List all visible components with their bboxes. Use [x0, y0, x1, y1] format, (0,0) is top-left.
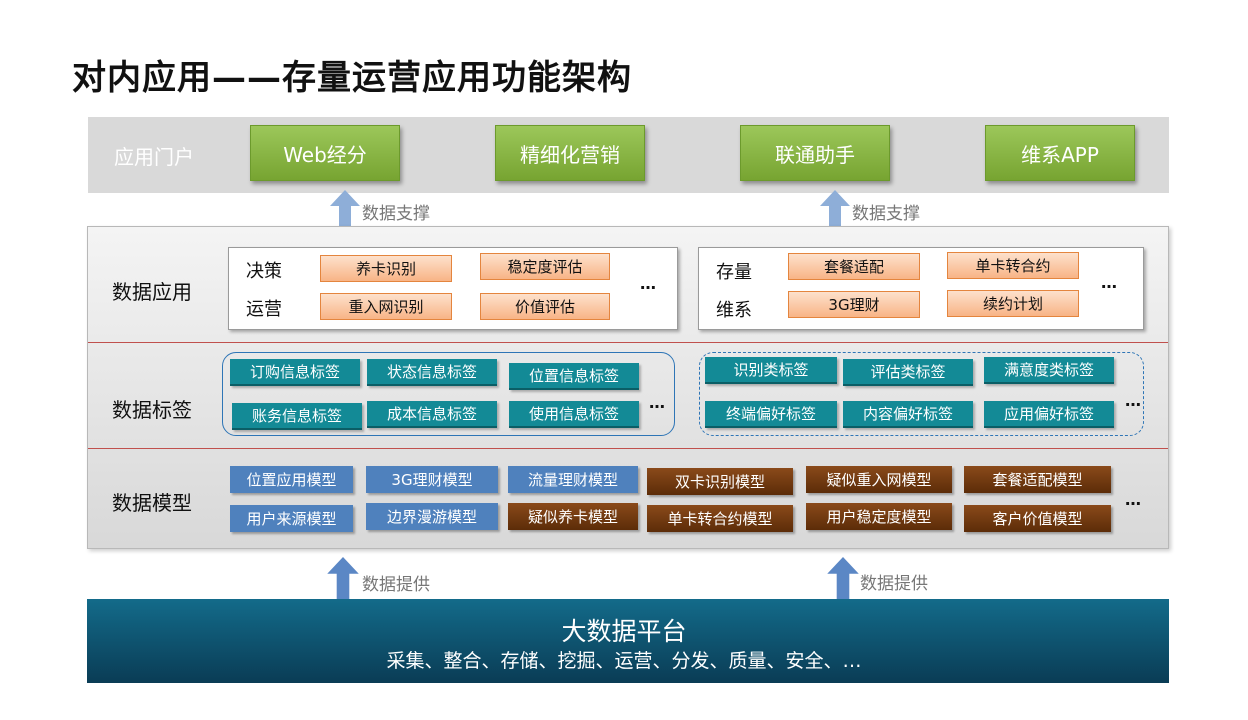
row-divider	[88, 342, 1168, 343]
model-user-source[interactable]: 用户来源模型	[230, 505, 353, 532]
tag-usage[interactable]: 使用信息标签	[509, 401, 639, 428]
page-title: 对内应用——存量运营应用功能架构	[72, 58, 632, 98]
class-tags-group	[699, 352, 1144, 436]
tag-billing[interactable]: 账务信息标签	[232, 403, 362, 430]
data-models-label: 数据模型	[112, 491, 192, 515]
tag-evaluation[interactable]: 评估类标签	[843, 359, 973, 386]
tag-location[interactable]: 位置信息标签	[509, 363, 639, 390]
model-user-stability[interactable]: 用户稳定度模型	[806, 503, 952, 530]
model-traffic-finance[interactable]: 流量理财模型	[508, 466, 638, 493]
more-ellipsis: …	[649, 393, 665, 412]
tag-satisfaction[interactable]: 满意度类标签	[984, 357, 1114, 384]
platform-subtitle: 采集、整合、存储、挖掘、运营、分发、质量、安全、…	[386, 650, 862, 672]
tag-status[interactable]: 状态信息标签	[367, 359, 497, 386]
big-data-platform	[87, 599, 1169, 683]
model-suspected-reentry[interactable]: 疑似重入网模型	[806, 466, 952, 493]
model-single-to-contract[interactable]: 单卡转合约模型	[647, 505, 793, 532]
model-location-app[interactable]: 位置应用模型	[230, 466, 353, 493]
app-unicom-assistant[interactable]: 联通助手	[740, 125, 890, 181]
row-divider	[88, 448, 1168, 449]
more-ellipsis: …	[1101, 273, 1117, 292]
renewal-plan[interactable]: 续约计划	[947, 290, 1079, 317]
up-arrow-icon	[820, 190, 850, 230]
tag-cost[interactable]: 成本信息标签	[367, 401, 497, 428]
more-ellipsis: …	[1125, 391, 1141, 410]
decision-operation-box	[228, 247, 678, 330]
up-arrow-icon	[327, 557, 359, 599]
model-customer-value[interactable]: 客户价值模型	[964, 505, 1111, 532]
decision-label: 决策	[246, 261, 282, 282]
app-precision-marketing[interactable]: 精细化营销	[495, 125, 645, 181]
info-tags-group	[222, 352, 675, 436]
model-package-fit[interactable]: 套餐适配模型	[964, 466, 1111, 493]
model-3g-finance[interactable]: 3G理财模型	[366, 466, 498, 493]
tag-device-preference[interactable]: 终端偏好标签	[705, 401, 837, 428]
data-provide-label-left: 数据提供	[362, 575, 430, 595]
tag-identification[interactable]: 识别类标签	[705, 357, 837, 384]
platform-title: 大数据平台	[561, 617, 687, 646]
up-arrow-icon	[330, 190, 360, 230]
more-ellipsis: …	[640, 274, 656, 293]
model-border-roaming[interactable]: 边界漫游模型	[366, 503, 498, 530]
tag-content-preference[interactable]: 内容偏好标签	[843, 401, 973, 428]
retention-label: 维系	[716, 300, 752, 321]
re-entry-detection[interactable]: 重入网识别	[320, 293, 452, 320]
fake-card-detection[interactable]: 养卡识别	[320, 255, 452, 282]
data-provide-label-right: 数据提供	[860, 574, 928, 594]
value-assessment[interactable]: 价值评估	[480, 293, 610, 320]
tag-subscription[interactable]: 订购信息标签	[230, 359, 360, 386]
app-retention-app[interactable]: 维系APP	[985, 125, 1135, 181]
data-support-label-left: 数据支撑	[362, 204, 430, 224]
single-to-contract[interactable]: 单卡转合约	[947, 252, 1079, 279]
model-dual-card[interactable]: 双卡识别模型	[647, 468, 793, 495]
tag-app-preference[interactable]: 应用偏好标签	[984, 401, 1114, 428]
model-suspected-fake-card[interactable]: 疑似养卡模型	[508, 503, 638, 530]
data-support-label-right: 数据支撑	[852, 204, 920, 224]
up-arrow-icon	[827, 557, 859, 599]
app-web-analysis[interactable]: Web经分	[250, 125, 400, 181]
portal-label: 应用门户	[114, 145, 194, 169]
data-application-label: 数据应用	[112, 280, 192, 304]
data-tags-label: 数据标签	[112, 398, 192, 422]
package-fit[interactable]: 套餐适配	[788, 253, 920, 280]
3g-finance[interactable]: 3G理财	[788, 291, 920, 318]
operation-label: 运营	[246, 299, 282, 320]
stock-label: 存量	[716, 262, 752, 283]
more-ellipsis: …	[1125, 490, 1141, 509]
stability-assessment[interactable]: 稳定度评估	[480, 253, 610, 280]
